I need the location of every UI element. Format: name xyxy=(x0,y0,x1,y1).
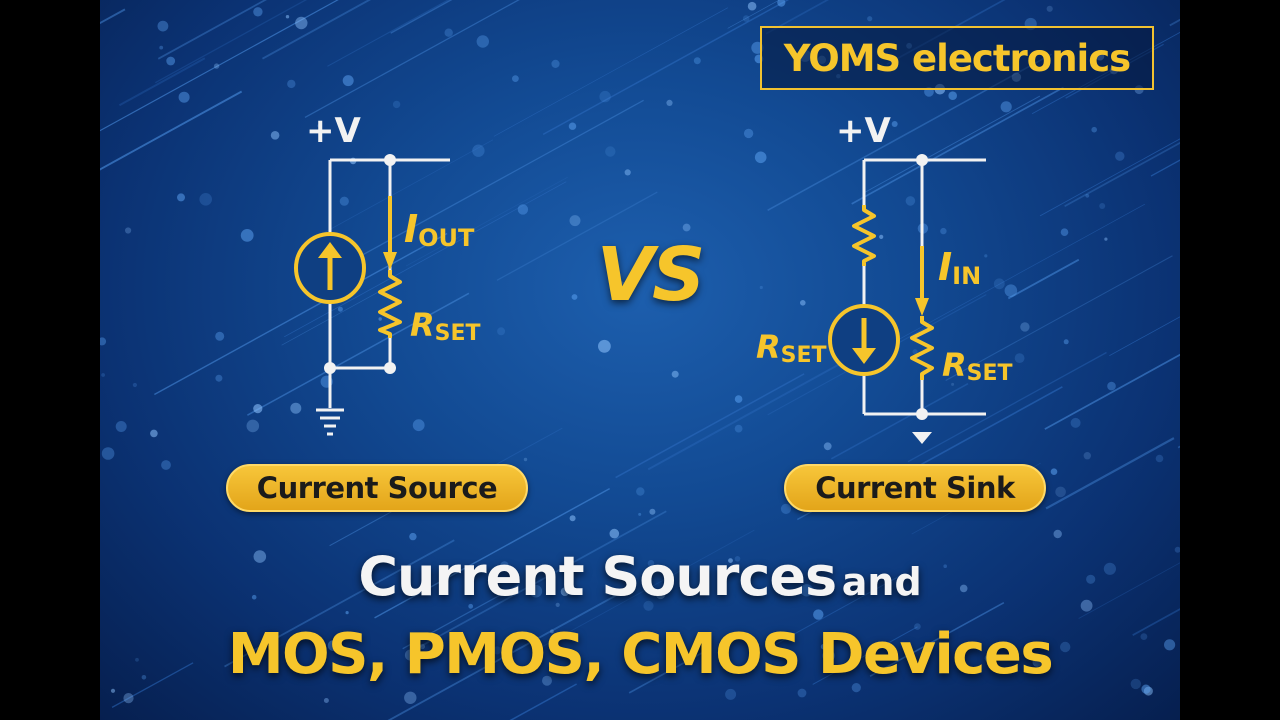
title-line-1: Current Sources and xyxy=(100,545,1180,608)
left-top-node xyxy=(384,154,396,166)
right-bottom-node xyxy=(916,408,928,420)
i-in-label: IIN xyxy=(938,245,981,290)
current-source-caption: Current Source xyxy=(256,471,498,505)
current-source-badge: Current Source xyxy=(226,464,528,512)
i-out-label: IOUT xyxy=(404,207,475,252)
right-resistor-icon xyxy=(910,316,934,380)
left-resistor-icon xyxy=(378,270,402,338)
current-source-icon xyxy=(294,232,366,304)
current-sink-circuit: +V xyxy=(756,111,1013,444)
output-arrow-icon xyxy=(912,432,932,444)
circuit-diagrams: +V xyxy=(294,111,1013,444)
current-sink-badge: Current Sink xyxy=(784,464,1046,512)
right-top-node xyxy=(916,154,928,166)
right-current-arrow-icon xyxy=(915,246,929,316)
versus-label: VS xyxy=(596,232,706,318)
brand-box: YOMS electronics xyxy=(760,26,1154,90)
right-supply-label: +V xyxy=(836,111,891,151)
thumbnail-panel: YOMS electronics +V xyxy=(100,0,1180,720)
left-rset-label: RSET xyxy=(410,306,481,346)
left-current-arrow-icon xyxy=(383,196,397,270)
right-rset-label-right: RSET xyxy=(942,346,1013,386)
ground-icon xyxy=(316,408,344,436)
title-and: and xyxy=(841,560,922,604)
title-line-2: MOS, PMOS, CMOS Devices xyxy=(227,622,1054,687)
title-main: Current Sources xyxy=(358,545,837,608)
current-sink-caption: Current Sink xyxy=(815,471,1015,505)
left-supply-label: +V xyxy=(306,111,361,151)
current-source-circuit: +V xyxy=(294,111,481,436)
right-upper-resistor-icon xyxy=(852,205,876,266)
brand-label: YOMS electronics xyxy=(783,36,1131,80)
right-rset-label-left: RSET xyxy=(756,328,827,368)
left-bottom-node-a xyxy=(324,362,336,374)
current-sink-icon xyxy=(828,304,900,376)
left-bottom-node-b xyxy=(384,362,396,374)
